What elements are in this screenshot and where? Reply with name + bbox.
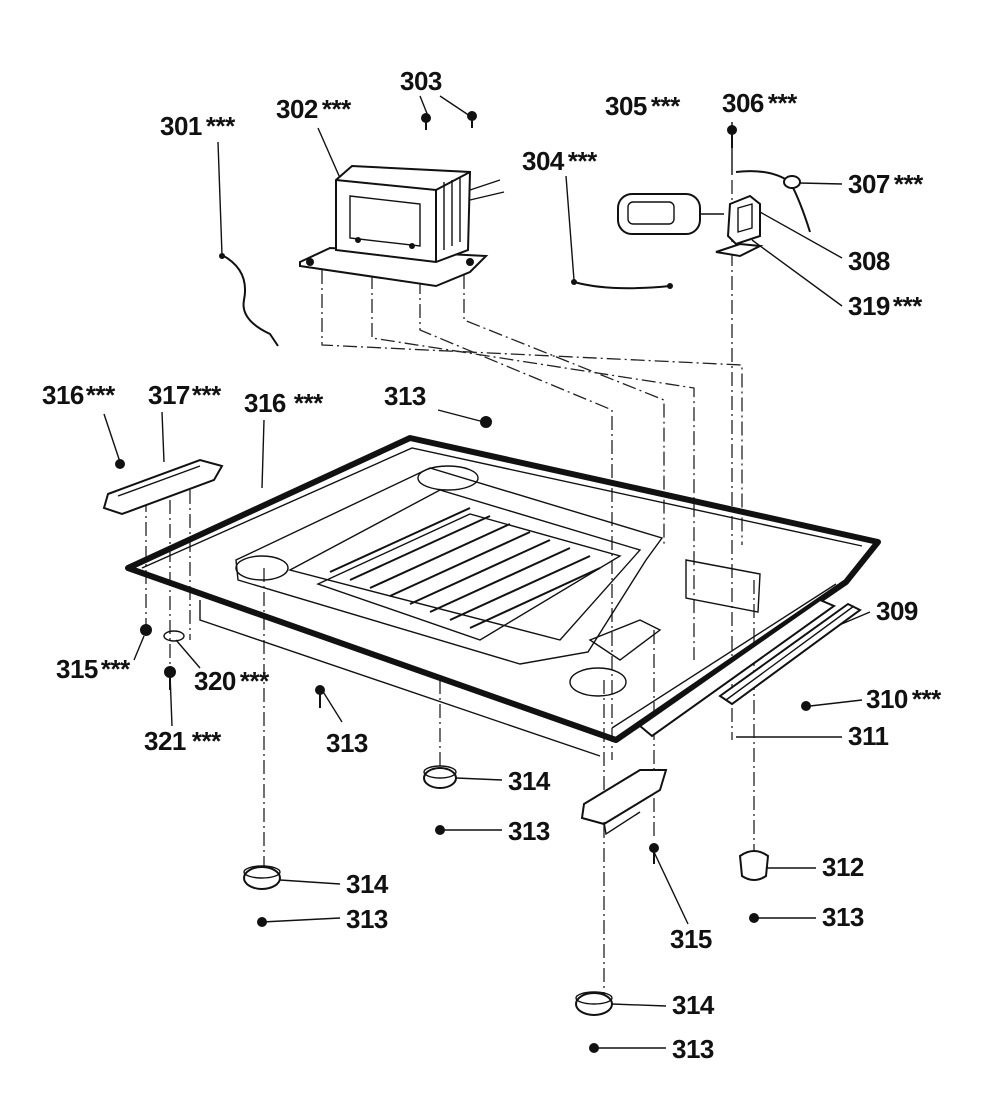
svg-text:321***: 321*** [144,726,222,756]
marker-316b: *** [294,388,324,418]
label-315a: 315 [56,654,98,684]
label-313-top: 313 [384,381,426,411]
marker-302: *** [322,94,352,124]
base-plate [125,435,881,757]
screw-315-left [140,624,152,636]
screw-313-right [749,913,759,923]
screw-313-center [435,825,445,835]
bracket-308 [715,194,764,258]
marker-307: *** [894,169,924,199]
marker-317: *** [192,380,222,410]
label-314-left: 314 [346,869,389,899]
label-316a: 316 [42,380,84,410]
svg-text:316***: 316*** [42,380,116,410]
svg-text:315***: 315*** [56,654,131,684]
marker-301: *** [206,111,236,141]
label-302: 302 [276,94,318,124]
label-313-mid: 313 [326,728,368,758]
marker-304: *** [568,146,598,176]
screw-313-left [257,917,267,927]
svg-text:307***: 307*** [848,169,924,199]
foot-312 [738,850,770,881]
label-308: 308 [848,246,890,276]
screw-310 [801,701,811,711]
svg-text:302***: 302*** [276,94,352,124]
transformer-302 [299,164,505,288]
label-319: 319 [848,291,890,321]
screw-321 [164,666,176,690]
label-310: 310 [866,684,908,714]
marker-319: *** [893,291,923,321]
label-309: 309 [876,596,918,626]
label-311: 311 [848,721,888,751]
foot-314-left [243,865,281,890]
washer-320 [163,630,185,642]
label-305: 305 [605,91,647,121]
label-313-left: 313 [346,904,388,934]
screw-313-top [480,416,492,428]
marker-321: *** [192,726,222,756]
foot-314-center [423,765,457,789]
diode-307 [735,170,811,233]
screw-315-right [649,843,659,864]
svg-text:316***: 316 *** [244,388,324,418]
part-labels: 301*** 302*** 303 305*** 306*** 304*** 3… [42,66,943,1064]
label-303: 303 [400,66,442,96]
capacitor-305 [617,193,724,235]
svg-text:310***: 310*** [866,684,942,714]
svg-text:306***: 306*** [722,88,798,118]
bracket-317 [102,458,224,516]
wire-301 [219,253,279,347]
rail-309 [718,602,862,706]
svg-text:319***: 319*** [848,291,923,321]
rail-311 [638,598,837,738]
wire-304 [571,279,673,290]
screw-316-left [115,459,125,469]
label-317: 317 [148,380,190,410]
label-313-bottom: 313 [672,1034,714,1064]
assembly-dash-lines [145,180,755,1000]
label-313-center: 313 [508,816,550,846]
label-314-bottom: 314 [672,990,715,1020]
leader-lines [103,95,871,1049]
screw-313-bottom [589,1043,599,1053]
label-321: 321 [144,726,186,756]
label-314-center: 314 [508,766,551,796]
screw-306 [727,125,737,148]
svg-text:304***: 304*** [522,146,598,176]
svg-text:301***: 301*** [160,111,236,141]
label-301: 301 [160,111,202,141]
label-320: 320 [194,666,236,696]
marker-306: *** [768,88,798,118]
marker-310: *** [912,684,942,714]
foot-314-bottom [575,991,613,1016]
label-313-right: 313 [822,902,864,932]
svg-text:305***: 305*** [605,91,681,121]
label-315b: 315 [670,924,712,954]
svg-text:320***: 320*** [194,666,270,696]
screw-313-mid [315,685,325,708]
marker-316a: *** [86,380,116,410]
marker-315a: *** [101,654,131,684]
label-316b: 316 [244,388,286,418]
label-312: 312 [822,852,864,882]
screw-303 [421,111,477,130]
svg-text:317***: 317*** [148,380,222,410]
marker-320: *** [240,666,270,696]
label-304: 304 [522,146,565,176]
marker-305: *** [651,91,681,121]
label-307: 307 [848,169,890,199]
label-306: 306 [722,88,764,118]
vent-slots [316,507,622,641]
bracket-bottom-right [580,769,668,836]
